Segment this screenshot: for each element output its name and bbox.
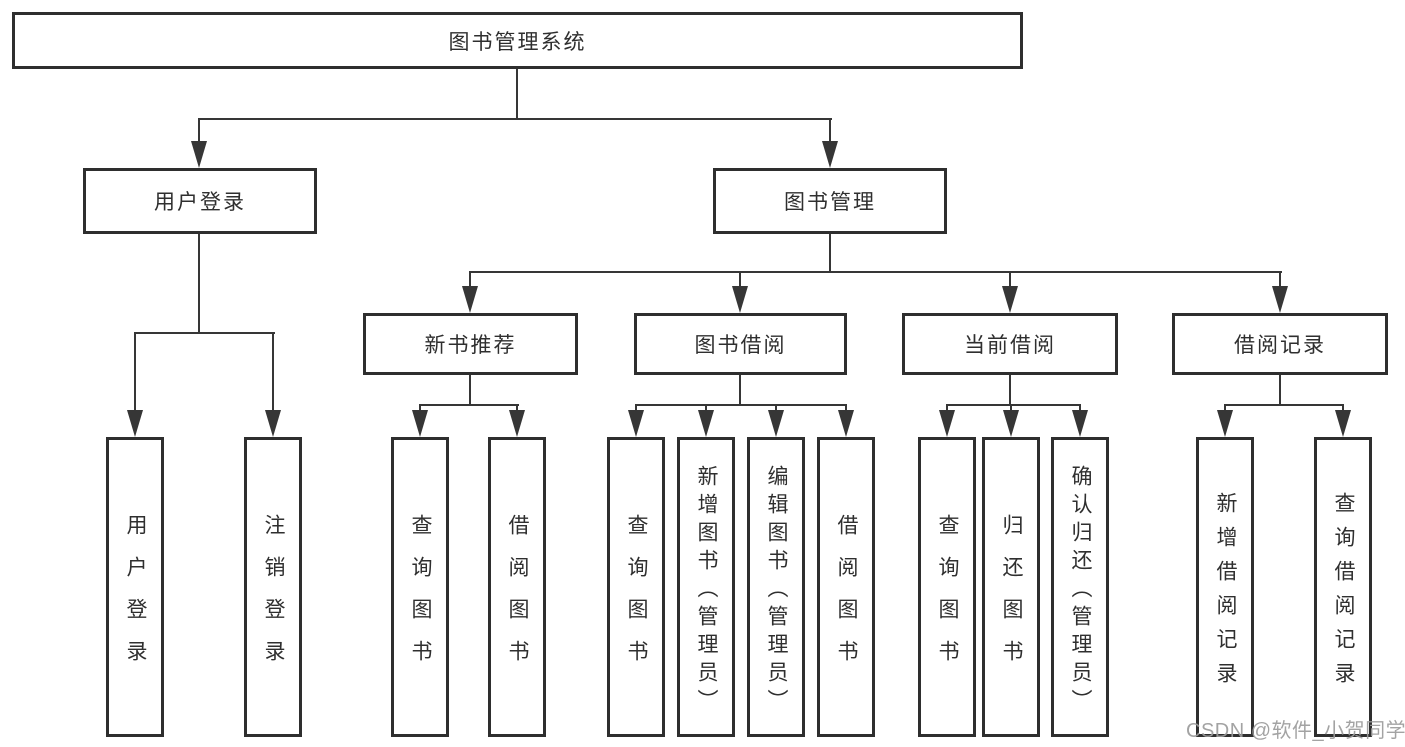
leaf-add-books-admin: 新增图书（管理员）: [677, 437, 735, 737]
arrowhead-icon: [1217, 410, 1233, 437]
connector-book-mgmt-drop: [829, 118, 831, 146]
connector-branch-user-login: [134, 332, 275, 334]
connector-branch-level3: [469, 271, 1282, 273]
leaf-query-borrow-record: 查询借阅记录: [1314, 437, 1372, 737]
connector-user-login-stem: [198, 234, 200, 334]
node-book-borrow: 图书借阅: [634, 313, 847, 375]
leaf-query-books-recommend: 查询图书: [391, 437, 449, 737]
leaf-query-books-current: 查询图书: [918, 437, 976, 737]
leaf-label: 借阅图书: [835, 513, 858, 682]
leaf-label: 确认归还（管理员）: [1069, 464, 1092, 717]
arrowhead-icon: [838, 410, 854, 437]
arrowhead-icon: [265, 410, 281, 437]
connector-branch: [1224, 404, 1344, 406]
node-new-book-recommend: 新书推荐: [363, 313, 578, 375]
leaf-borrow-books: 借阅图书: [817, 437, 875, 737]
arrowhead-icon: [127, 410, 143, 437]
leaf-label: 查询图书: [625, 513, 648, 682]
csdn-watermark: CSDN @软件_小贺同学: [1186, 720, 1405, 742]
arrowhead-icon: [732, 286, 748, 313]
connector-branch: [946, 404, 1080, 406]
connector-branch: [635, 404, 847, 406]
connector-stem: [739, 375, 741, 406]
arrowhead-icon: [1072, 410, 1088, 437]
leaf-label: 归还图书: [1000, 513, 1023, 682]
node-book-management: 图书管理: [713, 168, 947, 234]
connector-stem: [1279, 375, 1281, 406]
node-current-borrow: 当前借阅: [902, 313, 1118, 375]
leaf-label: 编辑图书（管理员）: [765, 464, 788, 717]
leaf-edit-books-admin: 编辑图书（管理员）: [747, 437, 805, 737]
arrowhead-icon: [768, 410, 784, 437]
leaf-logout: 注销登录: [244, 437, 302, 737]
leaf-label: 借阅图书: [506, 513, 529, 682]
arrowhead-icon: [1272, 286, 1288, 313]
arrowhead-icon: [939, 410, 955, 437]
connector-branch: [419, 404, 519, 406]
leaf-label: 注销登录: [262, 513, 285, 682]
arrowhead-icon: [509, 410, 525, 437]
connector-root-stem: [516, 69, 518, 119]
leaf-label: 查询图书: [409, 513, 432, 682]
connector-drop: [134, 332, 136, 414]
connector-user-login-drop: [198, 118, 200, 146]
connector-drop: [1009, 271, 1011, 289]
arrowhead-icon: [822, 141, 838, 168]
node-user-login: 用户登录: [83, 168, 317, 234]
arrowhead-icon: [1335, 410, 1351, 437]
arrowhead-icon: [1002, 286, 1018, 313]
node-borrow-records: 借阅记录: [1172, 313, 1388, 375]
connector-stem: [1009, 375, 1011, 406]
connector-branch-level2: [198, 118, 832, 120]
leaf-label: 新增借阅记录: [1214, 491, 1237, 696]
arrowhead-icon: [1003, 410, 1019, 437]
leaf-user-login: 用户登录: [106, 437, 164, 737]
leaf-borrow-books-recommend: 借阅图书: [488, 437, 546, 737]
leaf-return-books: 归还图书: [982, 437, 1040, 737]
connector-drop: [739, 271, 741, 289]
arrowhead-icon: [191, 141, 207, 168]
leaf-label: 新增图书（管理员）: [695, 464, 718, 717]
arrowhead-icon: [698, 410, 714, 437]
connector-book-mgmt-stem: [829, 234, 831, 273]
connector-drop: [469, 271, 471, 289]
arrowhead-icon: [462, 286, 478, 313]
leaf-label: 用户登录: [124, 513, 147, 682]
connector-drop: [1279, 271, 1281, 289]
connector-stem: [469, 375, 471, 406]
leaf-label: 查询图书: [936, 513, 959, 682]
leaf-add-borrow-record: 新增借阅记录: [1196, 437, 1254, 737]
arrowhead-icon: [412, 410, 428, 437]
connector-drop: [272, 332, 274, 414]
leaf-confirm-return-admin: 确认归还（管理员）: [1051, 437, 1109, 737]
leaf-label: 查询借阅记录: [1332, 491, 1355, 696]
arrowhead-icon: [628, 410, 644, 437]
node-root: 图书管理系统: [12, 12, 1023, 69]
leaf-query-books-borrow: 查询图书: [607, 437, 665, 737]
